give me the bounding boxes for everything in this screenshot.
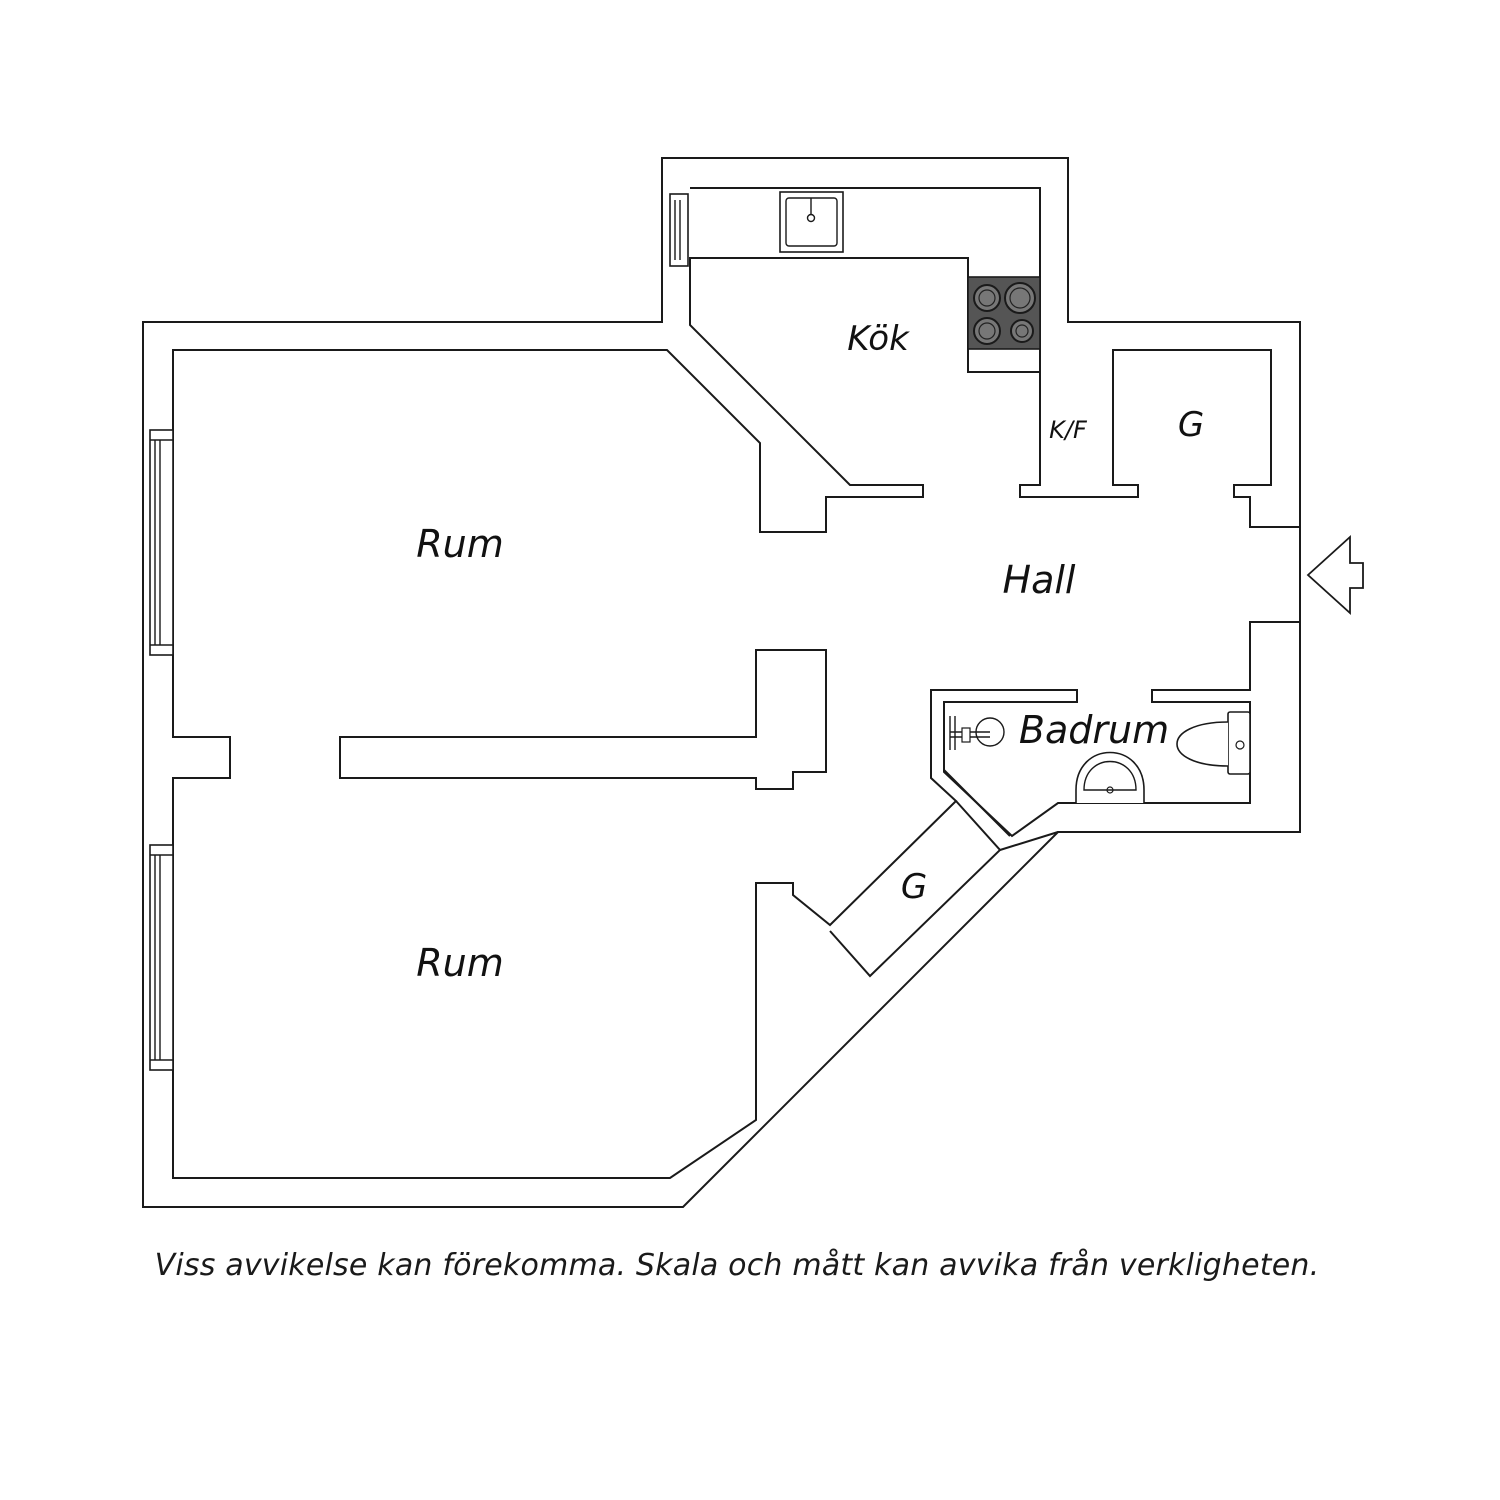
label-rum-top: Rum (416, 522, 504, 566)
window-kitchen (669, 193, 689, 267)
label-rum-bottom: Rum (416, 941, 504, 985)
label-badrum: Badrum (1019, 708, 1169, 752)
diagonal-wall-inner (999, 831, 1059, 851)
stove-icon (967, 276, 1041, 350)
label-g-top: G (1178, 405, 1204, 445)
entrance-arrow-icon (1306, 534, 1364, 616)
label-g-bottom: G (901, 867, 927, 907)
bathroom-wall-inner (943, 769, 1011, 837)
closet-g-bottom (829, 800, 1002, 978)
label-hall: Hall (1003, 558, 1076, 602)
divider-wall (339, 649, 827, 790)
sink-icon (779, 191, 844, 253)
window-left-lower (149, 844, 174, 1071)
kitchen-counter (690, 187, 1041, 373)
disclaimer-text: Viss avvikelse kan förekomma. Skala och … (154, 1248, 1320, 1283)
shower-icon (949, 716, 1005, 750)
label-kf: K/F (1049, 416, 1088, 444)
toilet-icon (1176, 711, 1251, 775)
washbasin-icon (1075, 751, 1145, 803)
interior-main (172, 257, 1301, 1179)
window-left-upper (149, 429, 174, 656)
label-kok: Kök (847, 319, 910, 359)
